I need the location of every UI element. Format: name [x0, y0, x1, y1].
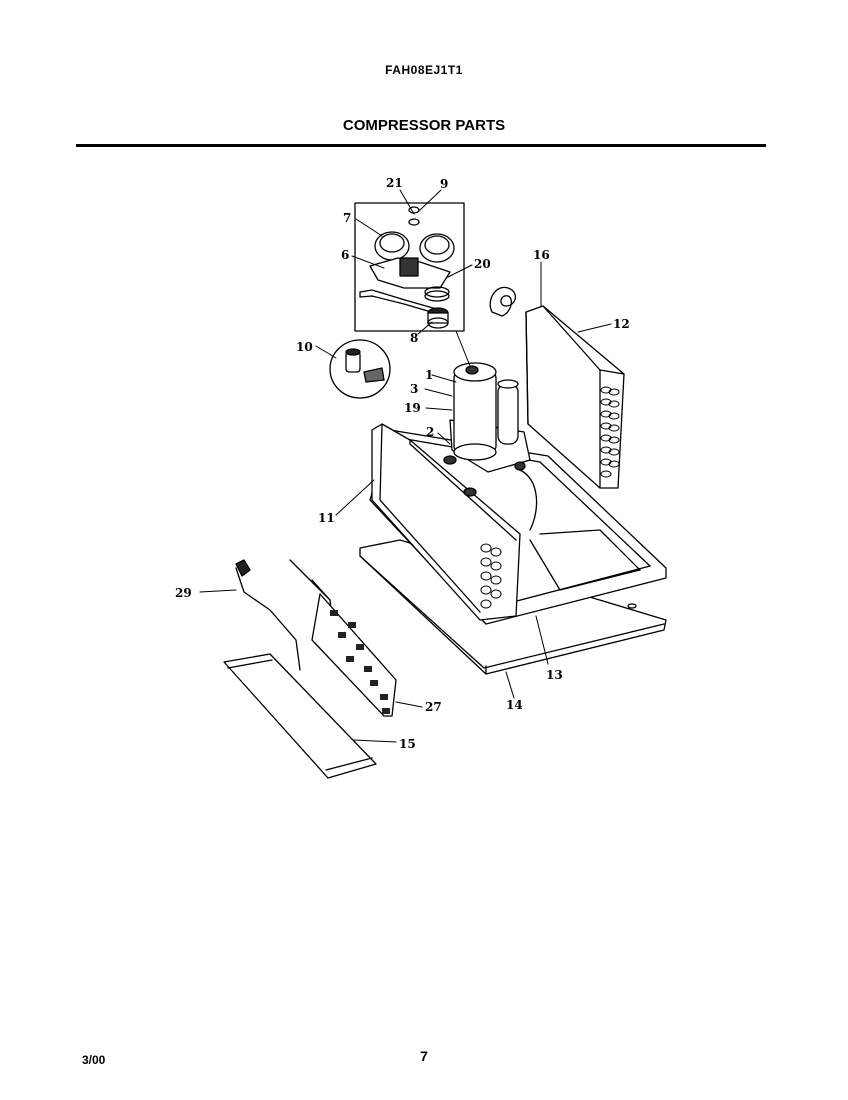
title-divider	[76, 144, 766, 147]
callout-21: 21	[386, 176, 403, 190]
leader-lines	[199, 189, 612, 743]
callout-29: 29	[175, 586, 192, 600]
callout-11: 11	[318, 511, 335, 525]
callout-1: 1	[425, 368, 433, 382]
callout-10: 10	[296, 340, 313, 354]
motor-assembly-inset	[354, 202, 465, 332]
callout-8: 8	[410, 331, 418, 345]
callout-3: 3	[410, 382, 418, 396]
revision-date: 3/00	[82, 1053, 106, 1067]
callout-27: 27	[425, 700, 442, 714]
callout-15: 15	[399, 737, 416, 751]
callout-19: 19	[404, 401, 421, 415]
page-number: 7	[420, 1048, 428, 1064]
callout-14: 14	[506, 698, 523, 712]
evaporator-partition	[371, 423, 521, 621]
callout-2: 2	[426, 425, 434, 439]
callout-7: 7	[343, 211, 351, 225]
callout-9: 9	[440, 177, 448, 191]
callout-20: 20	[474, 257, 491, 271]
control-board	[235, 559, 397, 717]
callout-6: 6	[341, 248, 349, 262]
condenser-coil	[525, 305, 625, 489]
callout-12: 12	[613, 317, 630, 331]
filter-panel	[223, 653, 377, 779]
compressor	[443, 362, 538, 531]
callout-16: 16	[533, 248, 550, 262]
page-title: COMPRESSOR PARTS	[342, 117, 506, 134]
relay-detail-bubble	[329, 339, 391, 399]
callout-13: 13	[546, 668, 563, 682]
model-number: FAH08EJ1T1	[385, 63, 463, 77]
